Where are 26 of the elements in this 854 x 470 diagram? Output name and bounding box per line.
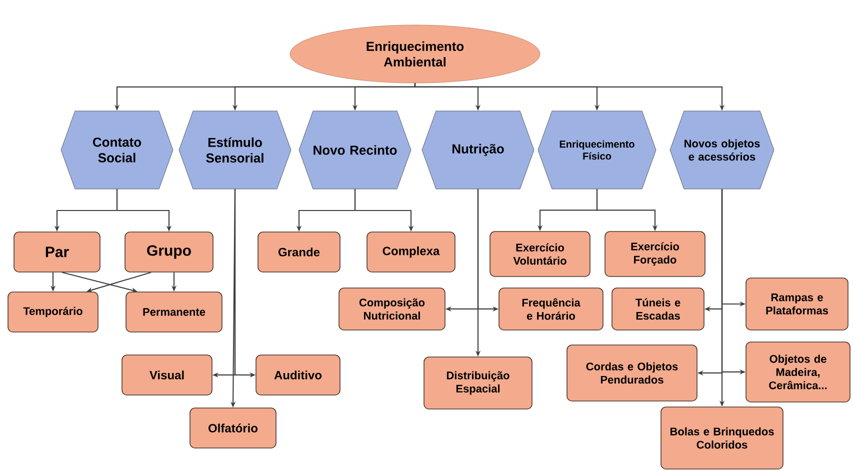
rounded-box: Temporário <box>8 292 98 332</box>
rounded-box: Auditivo <box>256 354 340 396</box>
rounded-box: Visual <box>122 354 212 396</box>
hexagon-node: Estímulo Sensorial <box>178 110 292 190</box>
hexagon-node: Contato Social <box>60 110 174 190</box>
hexagon-node: Novo Recinto <box>298 110 412 190</box>
rounded-box: Complexa <box>366 232 456 272</box>
rounded-box: Bolas e Brinquedos Coloridos <box>660 406 784 470</box>
rounded-box: Grupo <box>124 232 214 272</box>
rounded-box: Par <box>14 232 100 272</box>
hexagon-node: Nutrição <box>422 110 534 190</box>
ellipse-node: Enriquecimento Ambiental <box>290 24 540 84</box>
rounded-box: Frequência e Horário <box>498 288 604 330</box>
rounded-box: Cordas e Objetos Pendurados <box>566 344 698 402</box>
rounded-box: Túneis e Escadas <box>612 288 704 330</box>
rounded-box: Olfatório <box>190 408 276 448</box>
hexagon-node: Novos objetos e acessórios <box>670 110 774 190</box>
rounded-box: Objetos de Madeira, Cerâmica... <box>746 342 850 402</box>
rounded-box: Composição Nutricional <box>338 288 446 330</box>
rounded-box: Grande <box>258 232 340 272</box>
rounded-box: Permanente <box>126 292 222 332</box>
hexagon-node: Enriquecimento Físico <box>538 110 656 190</box>
rounded-box: Rampas e Plataformas <box>746 278 848 330</box>
rounded-box: Exercício Voluntário <box>490 231 590 277</box>
rounded-box: Exercício Forçado <box>604 231 706 277</box>
rounded-box: Distribuição Espacial <box>424 356 532 410</box>
